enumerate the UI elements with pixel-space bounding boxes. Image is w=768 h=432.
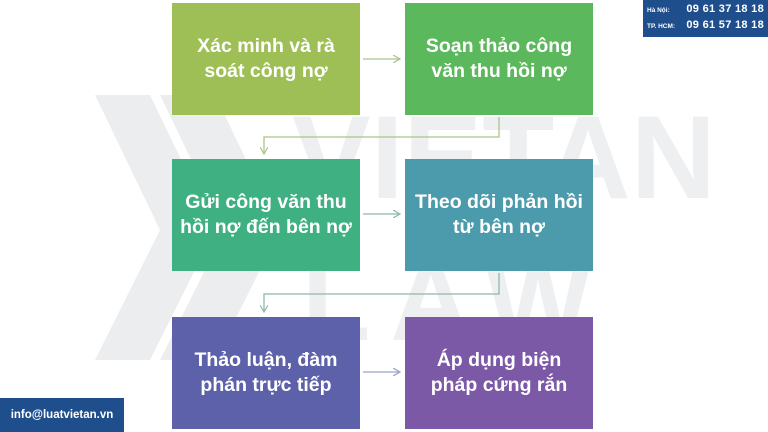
hanoi-phone-row: Hà Nội: 09 61 37 18 18 (647, 3, 764, 15)
step-label: Theo dõi phản hồi từ bên nợ (415, 191, 583, 238)
step-apply-measures: Áp dụng biện pháp cứng rắn (405, 317, 593, 429)
step-draft-letter: Soạn thảo công văn thu hồi nợ (405, 3, 593, 115)
step-label: Áp dụng biện pháp cứng rắn (430, 349, 568, 396)
step-negotiate: Thảo luận, đàm phán trực tiếp (172, 317, 360, 429)
step-send-letter: Gửi công văn thu hồi nợ đến bên nợ (172, 159, 360, 271)
arrow-2-3 (264, 117, 500, 154)
step-label: Gửi công văn thu hồi nợ đến bên nợ (180, 191, 352, 238)
hanoi-phone[interactable]: 09 61 37 18 18 (686, 3, 764, 15)
contact-phone-box: Hà Nội: 09 61 37 18 18 TP. HCM: 09 61 57… (643, 0, 768, 37)
step-label: Soạn thảo công văn thu hồi nợ (425, 35, 573, 82)
arrow-4-5 (264, 273, 500, 312)
step-monitor-response: Theo dõi phản hồi từ bên nợ (405, 159, 593, 271)
step-label: Thảo luận, đàm phán trực tiếp (194, 349, 338, 396)
step-verify-debt: Xác minh và rà soát công nợ (172, 3, 360, 115)
hcm-label: TP. HCM: (647, 23, 676, 30)
hcm-phone-row: TP. HCM: 09 61 57 18 18 (647, 19, 764, 31)
email-box: info@luatvietan.vn (0, 398, 124, 432)
step-label: Xác minh và rà soát công nợ (197, 35, 335, 82)
email-link[interactable]: info@luatvietan.vn (10, 409, 114, 421)
hanoi-label: Hà Nội: (647, 7, 670, 14)
hcm-phone[interactable]: 09 61 57 18 18 (686, 19, 764, 31)
